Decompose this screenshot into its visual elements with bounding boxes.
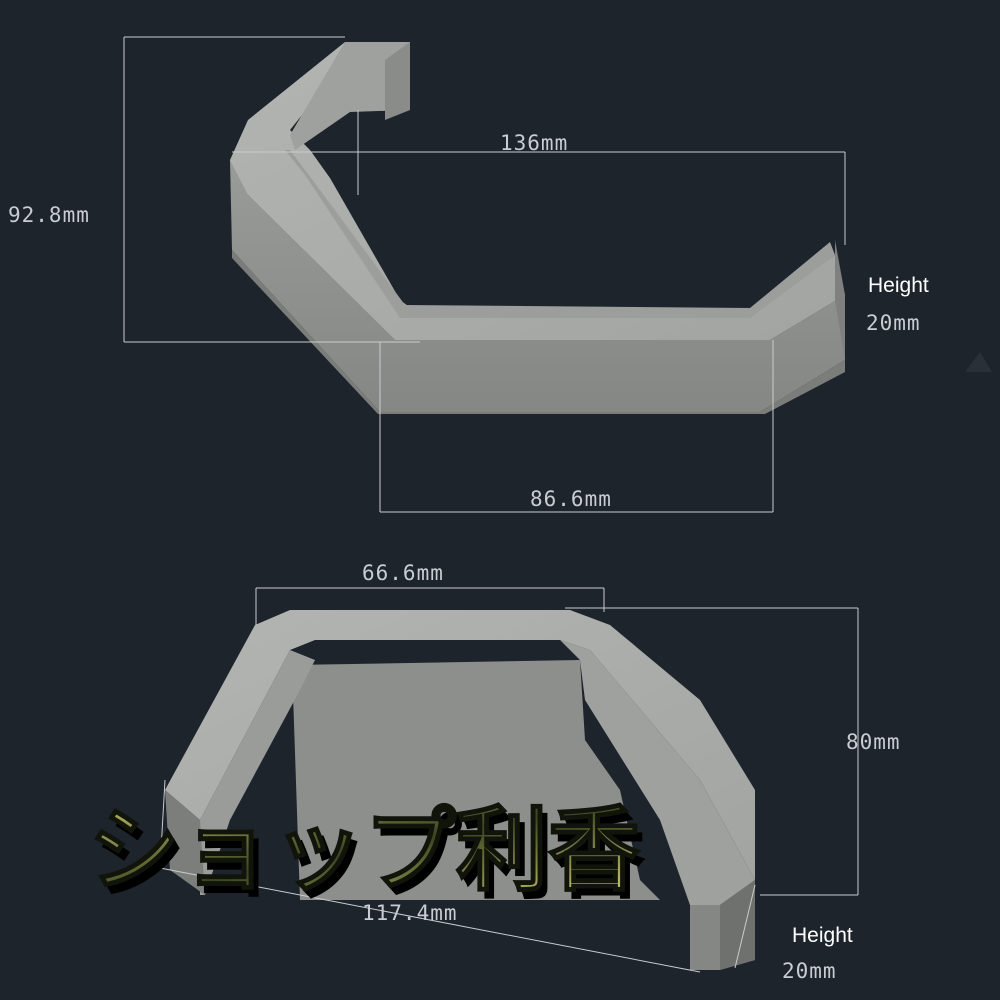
lower-dimension-lines <box>159 587 859 973</box>
lower-bracket-left-leg <box>165 790 205 895</box>
lower-bracket-part <box>165 610 755 970</box>
upper-depth-dimension: 92.8mm <box>8 203 90 227</box>
shop-watermark: ショップ利香 ショップ利香 <box>87 795 646 912</box>
upper-bracket-back-end-side <box>385 42 410 120</box>
lower-bracket-inner-arch-right <box>560 640 755 905</box>
lower-span-dimension: 117.4mm <box>362 901 458 925</box>
upper-height-label: Height <box>868 274 929 297</box>
lower-height-label: Height <box>792 924 853 947</box>
upper-height-value: 20mm <box>866 311 921 335</box>
lower-top-dimension: 66.6mm <box>362 561 444 585</box>
upper-bracket-top-face <box>230 42 845 340</box>
upper-dimension-lines <box>123 36 846 513</box>
upper-bracket-back-end <box>290 42 410 150</box>
watermark-shadow: ショップ利香 <box>94 804 646 912</box>
upper-bracket-front-end <box>835 240 845 360</box>
upper-bottom-dimension: 86.6mm <box>530 487 612 511</box>
lower-bracket-right-leg-edge <box>720 880 755 970</box>
lower-height-dimension: 80mm <box>846 730 901 754</box>
upper-bracket-part <box>230 42 845 414</box>
lower-height-value: 20mm <box>782 959 837 983</box>
lower-bracket-inner-wall <box>292 660 660 900</box>
upper-width-dimension: 136mm <box>500 131 568 155</box>
lower-bracket-inner-arch <box>200 650 315 895</box>
upper-bracket-lower-shade <box>232 250 845 414</box>
watermark-text: ショップ利香 <box>88 796 640 904</box>
corner-mark <box>965 352 992 372</box>
upper-bracket-outer-face <box>230 150 845 412</box>
